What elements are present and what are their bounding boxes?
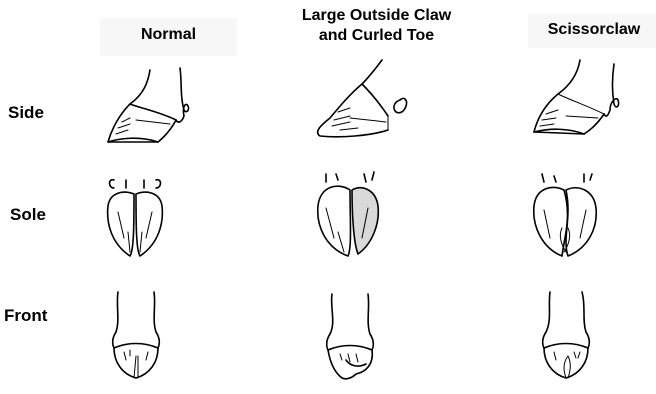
large-outside-claw-sole-illustration bbox=[312, 168, 387, 268]
scissorclaw-front-illustration bbox=[532, 286, 602, 391]
row-label-side: Side bbox=[8, 103, 44, 123]
column-header-normal-text: Normal bbox=[141, 26, 196, 43]
scissorclaw-sole-illustration bbox=[528, 168, 603, 268]
column-header-scissorclaw: Scissorclaw bbox=[528, 14, 656, 48]
column-header-large-outside-claw-line2: and Curled Toe bbox=[274, 26, 479, 46]
row-label-sole: Sole bbox=[10, 205, 46, 225]
large-outside-claw-side-illustration bbox=[310, 56, 420, 151]
column-header-scissorclaw-text: Scissorclaw bbox=[548, 21, 641, 38]
column-header-large-outside-claw: Large Outside Claw and Curled Toe bbox=[268, 4, 485, 48]
column-header-normal: Normal bbox=[100, 18, 237, 56]
normal-front-illustration bbox=[102, 286, 172, 391]
row-label-front: Front bbox=[4, 306, 47, 326]
large-outside-claw-front-illustration bbox=[316, 288, 386, 393]
scissorclaw-side-illustration bbox=[528, 56, 638, 151]
normal-sole-illustration bbox=[100, 172, 170, 267]
column-header-large-outside-claw-line1: Large Outside Claw bbox=[274, 6, 479, 26]
normal-side-illustration bbox=[100, 62, 210, 157]
